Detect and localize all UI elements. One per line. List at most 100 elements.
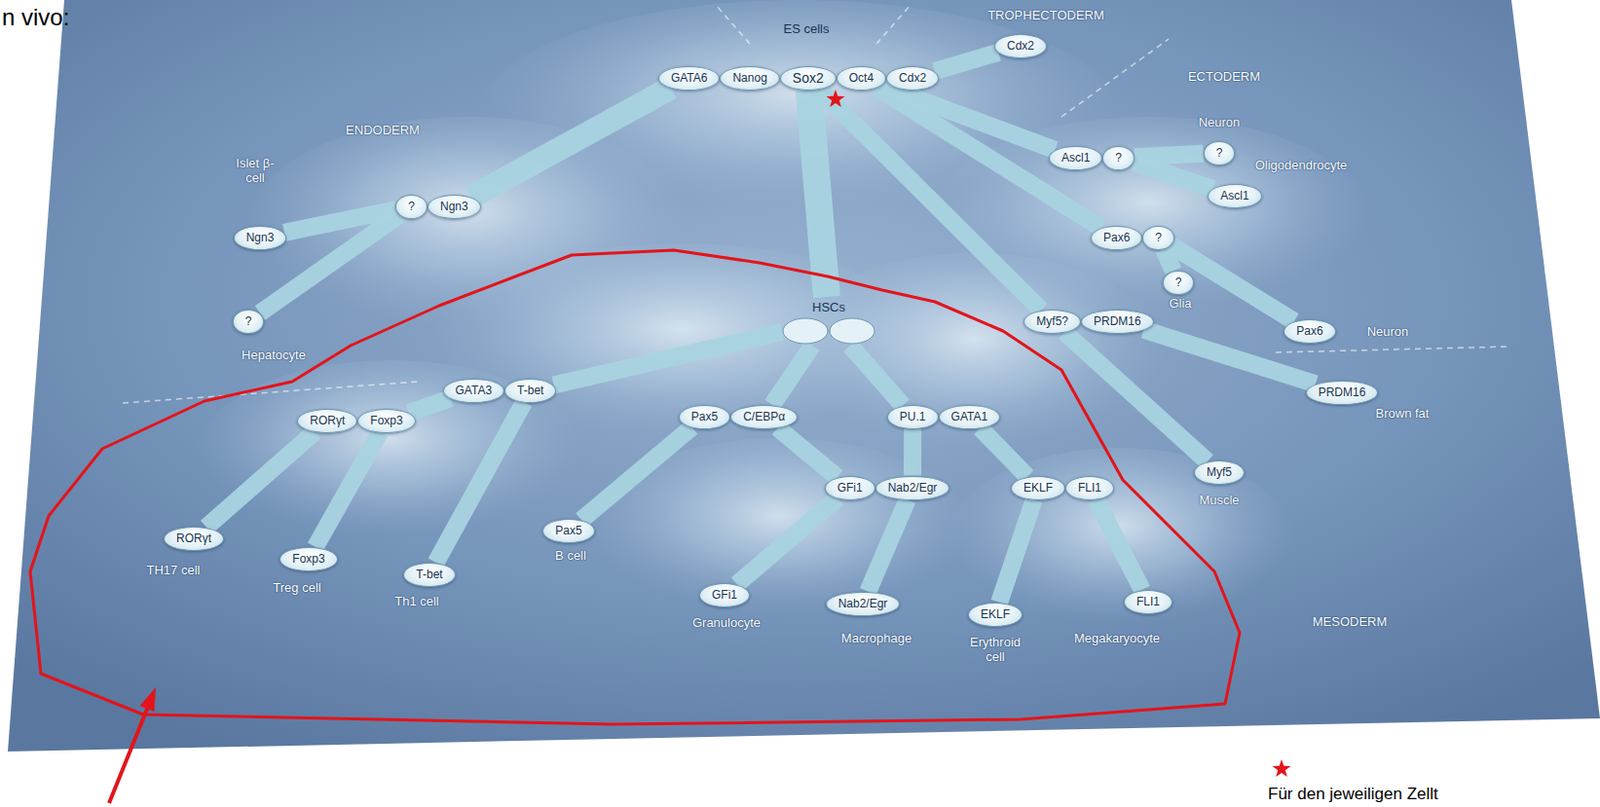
transcription-factor-oval: ? (1162, 270, 1195, 296)
region-label: Brown fat (1376, 406, 1430, 421)
cell-oval (829, 318, 875, 344)
factor-name: Ascl1 (1220, 188, 1249, 204)
valley-connector (999, 499, 1035, 602)
factor-name: GATA6 (670, 71, 708, 86)
valley-connector (778, 428, 838, 479)
transcription-factor-oval: Myf5 (1193, 460, 1245, 485)
valley-connector (934, 52, 1000, 72)
transcription-factor-oval: Nab2/Egr (825, 592, 901, 617)
transcription-factor-oval: Ngn3 (427, 194, 482, 220)
valley-connector (876, 87, 1101, 228)
region-label: TH17 cell (147, 562, 201, 578)
region-label: ENDODERM (345, 122, 420, 138)
transcription-factor-oval: ? (1203, 141, 1236, 166)
factor-name: Cdx2 (898, 71, 927, 86)
transcription-factor-oval: T-bet (403, 562, 455, 588)
cell-oval (782, 318, 828, 344)
stem-cell-label: HSCs (781, 299, 876, 315)
region-label: MESODERM (1312, 614, 1388, 630)
region-separators (122, 4, 1510, 404)
factor-name: Nab2/Egr (888, 481, 938, 496)
transcription-factor-oval: RORγt (163, 526, 224, 552)
valley-connector (737, 498, 838, 585)
factor-name: Foxp3 (292, 552, 325, 567)
region-label: B cell (555, 548, 587, 563)
region-label: TROPHECTODERM (987, 7, 1105, 23)
valley-connector (1064, 332, 1208, 462)
transcription-factor-oval: Sox2 (780, 66, 837, 91)
factor-name: T-bet (415, 567, 443, 583)
factor-name: PRDM16 (1093, 314, 1142, 330)
region-label: Neuron (1198, 114, 1241, 130)
region-label: Oligodendrocyte (1255, 157, 1348, 173)
stem-cell-node: HSCs (781, 297, 876, 346)
transcription-factor-oval: Cdx2 (886, 66, 939, 91)
transcription-factor-oval: PRDM16 (1305, 380, 1379, 406)
factor-name: EKLF (980, 607, 1010, 623)
factor-name: Myf5 (1206, 465, 1232, 481)
stem-cell-ovals (781, 316, 876, 346)
factor-name: FLI1 (1136, 595, 1160, 610)
valley-connector (903, 429, 922, 477)
region-label: Th1 cell (394, 594, 440, 609)
region-label: Neuron (1367, 324, 1410, 339)
region-label: Glia (1168, 296, 1191, 311)
factor-name: ? (1216, 146, 1224, 161)
region-label: Hepatocyte (241, 347, 306, 363)
valley-connector (772, 345, 813, 406)
factor-name: PRDM16 (1318, 385, 1367, 401)
valley-connector (818, 89, 1042, 311)
valley-connector (867, 499, 907, 592)
factor-name: Ascl1 (1061, 150, 1090, 166)
valley-connector (260, 215, 401, 314)
red-arrowhead (140, 687, 156, 712)
transcription-factor-oval: Ascl1 (1207, 184, 1262, 209)
valley-connector (1095, 499, 1143, 591)
transcription-factor-oval: ? (395, 194, 428, 220)
valley-connector (554, 332, 782, 385)
factor-name: Pax5 (691, 409, 718, 425)
red-star (1271, 759, 1291, 778)
valley-connector (315, 432, 380, 548)
transcription-factor-oval: EKLF (967, 602, 1023, 628)
factor-name: GFi1 (711, 588, 738, 603)
transcription-factor-oval: PU.1 (887, 405, 939, 430)
valley-connector (809, 90, 827, 298)
landscape-plane (7, 0, 1600, 752)
factor-name: GATA3 (455, 383, 493, 399)
transcription-factor-oval: PRDM16 (1080, 309, 1154, 335)
region-label: Erythroid cell (964, 634, 1027, 665)
factor-name: FLI1 (1078, 481, 1102, 496)
factor-name: ? (408, 199, 415, 215)
transcription-factor-oval: GATA6 (658, 66, 721, 91)
region-label: Islet β-cell (229, 155, 281, 186)
transcription-factor-oval: GATA1 (938, 405, 1002, 430)
region-label: ECTODERM (1188, 69, 1261, 84)
transcription-factor-oval: EKLF (1010, 476, 1066, 501)
transcription-factor-oval: Pax5 (542, 519, 595, 544)
transcription-factor-oval: Foxp3 (357, 409, 415, 434)
factor-name: RORγt (176, 531, 212, 547)
factor-name: GATA1 (951, 409, 989, 425)
factor-name: Ngn3 (246, 230, 275, 246)
region-label: Macrophage (841, 631, 912, 646)
transcription-factor-oval: T-bet (504, 378, 557, 404)
transcription-factor-oval: GFi1 (824, 476, 876, 501)
transcription-factor-oval: Cdx2 (994, 34, 1047, 59)
factor-name: Cdx2 (1006, 38, 1035, 54)
factor-name: C/EBPα (743, 409, 785, 425)
factor-name: Oct4 (849, 71, 874, 86)
transcription-factor-oval: FLI1 (1123, 590, 1173, 615)
factor-name: Myf5? (1036, 314, 1069, 330)
footnote-text: Für den jeweiligen Zellt (1267, 784, 1439, 805)
transcription-factor-oval: Foxp3 (279, 547, 337, 572)
transcription-factor-oval: Ngn3 (233, 225, 288, 251)
transcription-factor-oval: Ascl1 (1048, 146, 1103, 171)
valley-connector (206, 431, 316, 527)
factor-name: ? (1115, 150, 1122, 166)
red-loop (30, 250, 1240, 725)
heading-fragment: n vivo: (1, 3, 70, 32)
transcription-factor-oval: C/EBPα (730, 405, 798, 430)
